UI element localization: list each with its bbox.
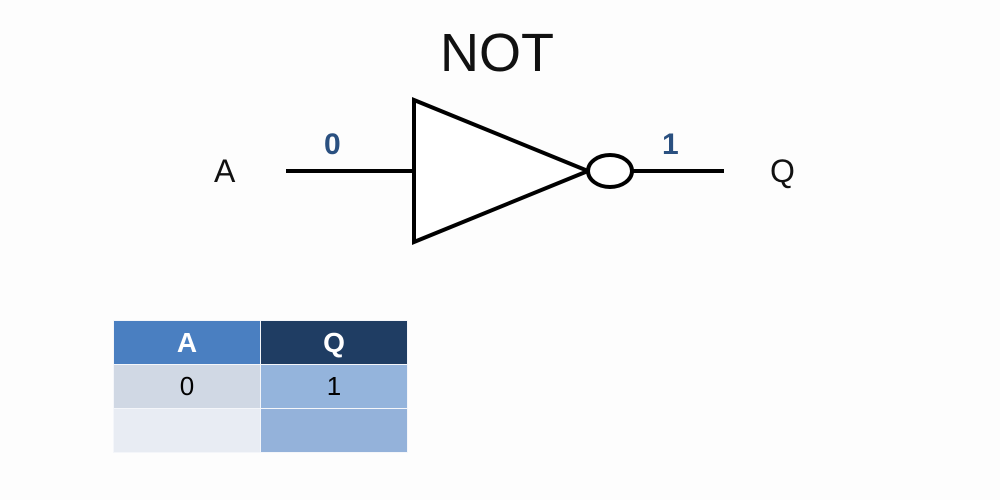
cell-q	[260, 408, 408, 453]
cell-q: 1	[260, 364, 408, 409]
truth-table: A Q 0 1	[113, 320, 408, 453]
input-label: A	[214, 153, 236, 189]
output-label: Q	[770, 153, 795, 189]
output-value: 1	[662, 128, 679, 161]
cell-a	[113, 408, 261, 453]
table-row: 0 1	[113, 364, 408, 409]
header-q: Q	[260, 320, 408, 365]
inversion-bubble	[586, 153, 634, 189]
input-value: 0	[324, 128, 341, 161]
header-a: A	[113, 320, 261, 365]
cell-a: 0	[113, 364, 261, 409]
table-row	[113, 408, 408, 453]
gate-triangle	[412, 97, 594, 245]
table-header-row: A Q	[113, 320, 408, 365]
gate-title: NOT	[440, 23, 554, 83]
